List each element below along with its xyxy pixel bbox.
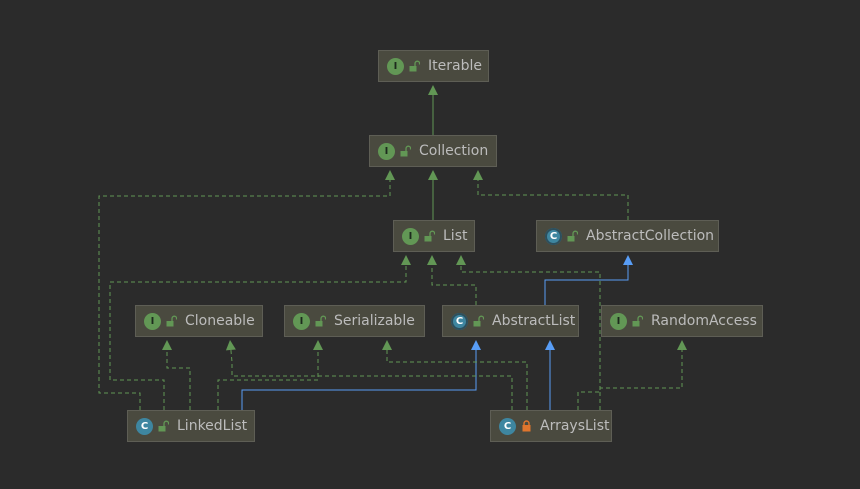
unlock-icon xyxy=(315,315,326,327)
node-abstractlist[interactable]: C AbstractList xyxy=(442,305,579,337)
node-label: List xyxy=(443,228,468,244)
node-list[interactable]: I List xyxy=(393,220,475,252)
interface-icon: I xyxy=(144,312,161,330)
node-collection[interactable]: I Collection xyxy=(369,135,497,167)
node-label: Cloneable xyxy=(185,313,255,329)
node-label: Collection xyxy=(419,143,489,159)
edge-line-3 xyxy=(544,264,629,305)
edge-arrowhead-14 xyxy=(225,340,236,351)
node-label: ArraysList xyxy=(540,418,610,434)
interface-icon: I xyxy=(293,312,310,330)
abstract-class-icon: C xyxy=(545,227,562,245)
unlock-icon xyxy=(632,315,643,327)
unlock-icon xyxy=(567,230,578,242)
edge-line-11 xyxy=(460,264,601,410)
edge-arrowhead-10 xyxy=(545,340,555,350)
edge-arrowhead-7 xyxy=(385,170,395,180)
node-randomaccess[interactable]: I RandomAccess xyxy=(601,305,763,337)
edge-line-13 xyxy=(386,349,528,410)
edge-arrowhead-5 xyxy=(471,340,481,350)
unlock-icon xyxy=(158,420,169,432)
edge-line-4 xyxy=(431,264,477,305)
unlock-icon xyxy=(166,315,177,327)
node-abstractcollection[interactable]: C AbstractCollection xyxy=(536,220,719,252)
edge-arrowhead-12 xyxy=(677,340,687,350)
edge-line-14 xyxy=(230,348,513,410)
unlock-icon xyxy=(409,60,420,72)
edge-arrowhead-2 xyxy=(473,170,483,180)
edge-arrowhead-9 xyxy=(313,340,323,350)
node-label: LinkedList xyxy=(177,418,248,434)
node-serializable[interactable]: I Serializable xyxy=(284,305,425,337)
edge-arrowhead-0 xyxy=(428,85,438,95)
interface-icon: I xyxy=(610,312,627,330)
edge-line-12 xyxy=(599,349,683,410)
interface-icon: I xyxy=(378,142,395,160)
node-label: AbstractList xyxy=(492,313,576,329)
node-label: Iterable xyxy=(428,58,482,74)
edge-line-6 xyxy=(109,264,407,410)
edge-arrowhead-6 xyxy=(401,255,411,265)
edge-arrowhead-11 xyxy=(456,255,466,265)
node-cloneable[interactable]: I Cloneable xyxy=(135,305,263,337)
edge-line-7 xyxy=(98,179,391,410)
class-icon: C xyxy=(136,417,153,435)
node-iterable[interactable]: I Iterable xyxy=(378,50,489,82)
edge-arrowhead-13 xyxy=(382,340,392,350)
edge-arrowhead-4 xyxy=(427,255,437,265)
edge-line-5 xyxy=(241,349,477,410)
unlock-icon xyxy=(424,230,435,242)
node-label: Serializable xyxy=(334,313,415,329)
interface-icon: I xyxy=(387,57,404,75)
node-arrayslist[interactable]: C ArraysList xyxy=(490,410,612,442)
unlock-icon xyxy=(473,315,484,327)
node-label: AbstractCollection xyxy=(586,228,715,244)
edge-line-9 xyxy=(217,349,319,410)
class-icon: C xyxy=(499,417,516,435)
edge-line-2 xyxy=(477,179,629,220)
node-label: RandomAccess xyxy=(651,313,757,329)
unlock-icon xyxy=(400,145,411,157)
edge-arrowhead-3 xyxy=(623,255,633,265)
node-linkedlist[interactable]: C LinkedList xyxy=(127,410,255,442)
abstract-class-icon: C xyxy=(451,312,468,330)
lock-icon xyxy=(522,420,531,432)
edge-line-8 xyxy=(166,349,191,410)
edge-arrowhead-1 xyxy=(428,170,438,180)
interface-icon: I xyxy=(402,227,419,245)
edge-arrowhead-8 xyxy=(162,340,172,350)
